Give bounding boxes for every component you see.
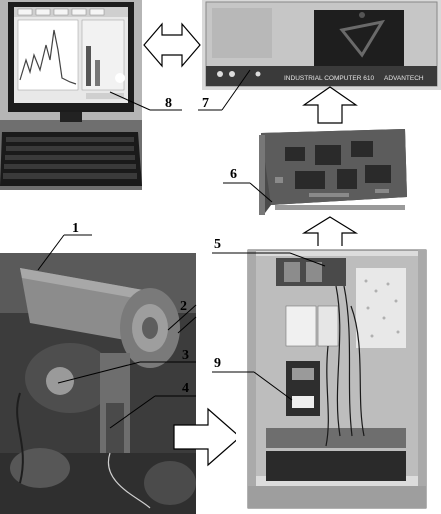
daq-card-photo	[255, 127, 411, 217]
callout-7: 7	[202, 96, 209, 111]
monitor-keyboard-photo	[0, 0, 142, 190]
callout-1: 1	[72, 221, 79, 236]
industrial-computer-photo: INDUSTRIAL COMPUTER 610 ADVANTECH	[202, 0, 441, 90]
right-arrow-icon	[173, 407, 241, 467]
callout-6: 6	[230, 167, 237, 182]
signal-trace	[19, 29, 77, 85]
control-cabinet-photo	[236, 246, 441, 514]
callout-3: 3	[182, 348, 189, 363]
callout-8: 8	[165, 96, 172, 111]
drive-bay	[314, 10, 404, 66]
up-arrow-icon-top	[302, 86, 358, 124]
callout-5: 5	[214, 237, 221, 252]
case-label: INDUSTRIAL COMPUTER 610	[284, 75, 374, 82]
double-arrow-icon	[143, 22, 201, 68]
callout-9: 9	[214, 356, 221, 371]
callout-2: 2	[180, 299, 187, 314]
machine-photo	[0, 253, 196, 514]
brand-label: ADVANTECH	[384, 75, 424, 82]
callout-4: 4	[182, 381, 189, 396]
perforated-plate	[356, 268, 406, 348]
